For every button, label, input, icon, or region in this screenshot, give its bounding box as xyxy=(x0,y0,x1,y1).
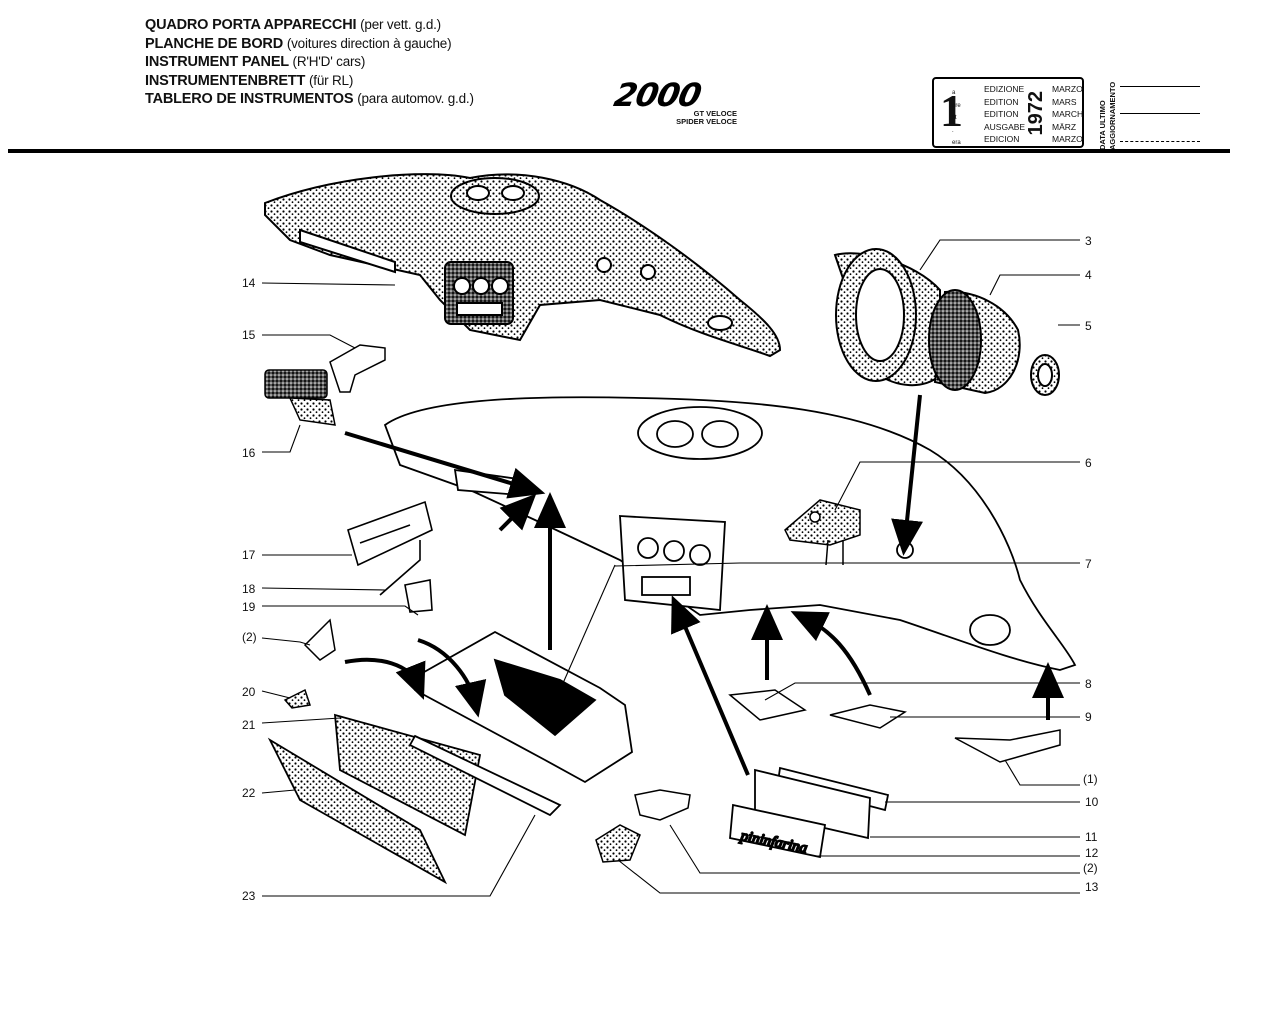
callout-9: 9 xyxy=(1085,710,1092,724)
update-line xyxy=(1120,141,1200,143)
callout-16: 16 xyxy=(242,446,256,460)
title-es: TABLERO DE INSTRUMENTOS (para automov. g… xyxy=(145,91,474,107)
callout-11: 11 xyxy=(1085,830,1098,844)
callout-19: 19 xyxy=(242,600,256,614)
callout-15: 15 xyxy=(242,328,256,342)
callout-10: 10 xyxy=(1085,795,1099,809)
title-en: INSTRUMENT PANEL (R'H'D' cars) xyxy=(145,54,366,70)
logo-line-gt: GT VELOCE xyxy=(693,109,737,118)
callout-6: 6 xyxy=(1085,456,1092,470)
callout-12: 12 xyxy=(1085,846,1099,860)
header-rule xyxy=(8,149,1230,153)
callout-14: 14 xyxy=(242,276,256,290)
callout-21: 21 xyxy=(242,718,256,732)
callout-20: 20 xyxy=(242,685,256,699)
glovebox-hinge-parts xyxy=(347,500,433,613)
title-it: QUADRO PORTA APPARECCHI (per vett. g.d.) xyxy=(145,17,441,33)
edition-number: 1 xyxy=(940,85,963,136)
update-line xyxy=(1120,113,1200,115)
callout-2-note-right: (2) xyxy=(1083,861,1098,875)
dash-top-cover xyxy=(264,173,782,358)
pininfarina-badge: pininfarina xyxy=(729,766,890,859)
callout-5: 5 xyxy=(1085,319,1092,333)
model-logo: 2000 GT VELOCE SPIDER VELOCE xyxy=(611,76,745,126)
callout-3: 3 xyxy=(1085,234,1092,248)
callout-17: 17 xyxy=(242,548,256,562)
title-block: QUADRO PORTA APPARECCHI (per vett. g.d.)… xyxy=(145,16,474,109)
callout-1-note: (1) xyxy=(1083,772,1098,786)
callout-2-note-left: (2) xyxy=(242,630,257,644)
bracket-6 xyxy=(784,499,861,566)
callout-18: 18 xyxy=(242,582,256,596)
update-line xyxy=(1120,86,1200,88)
assembly-arrows xyxy=(344,394,1064,776)
callout-7: 7 xyxy=(1085,557,1092,571)
instrument-cowls xyxy=(833,248,1060,396)
callout-23: 23 xyxy=(242,889,256,903)
title-de: INSTRUMENTENBRETT (für RL) xyxy=(145,72,354,89)
small-fittings xyxy=(283,618,1061,863)
dashboard-body xyxy=(383,396,1077,671)
title-fr: PLANCHE DE BORD (voitures direction à ga… xyxy=(145,35,452,52)
callout-8: 8 xyxy=(1085,677,1092,691)
latch-15-16 xyxy=(264,344,386,426)
glovebox-assembly xyxy=(267,630,633,885)
callout-22: 22 xyxy=(242,786,256,800)
callout-4: 4 xyxy=(1085,268,1092,282)
callout-13: 13 xyxy=(1085,880,1099,894)
logo-line-spider: SPIDER VELOCE xyxy=(676,117,737,126)
